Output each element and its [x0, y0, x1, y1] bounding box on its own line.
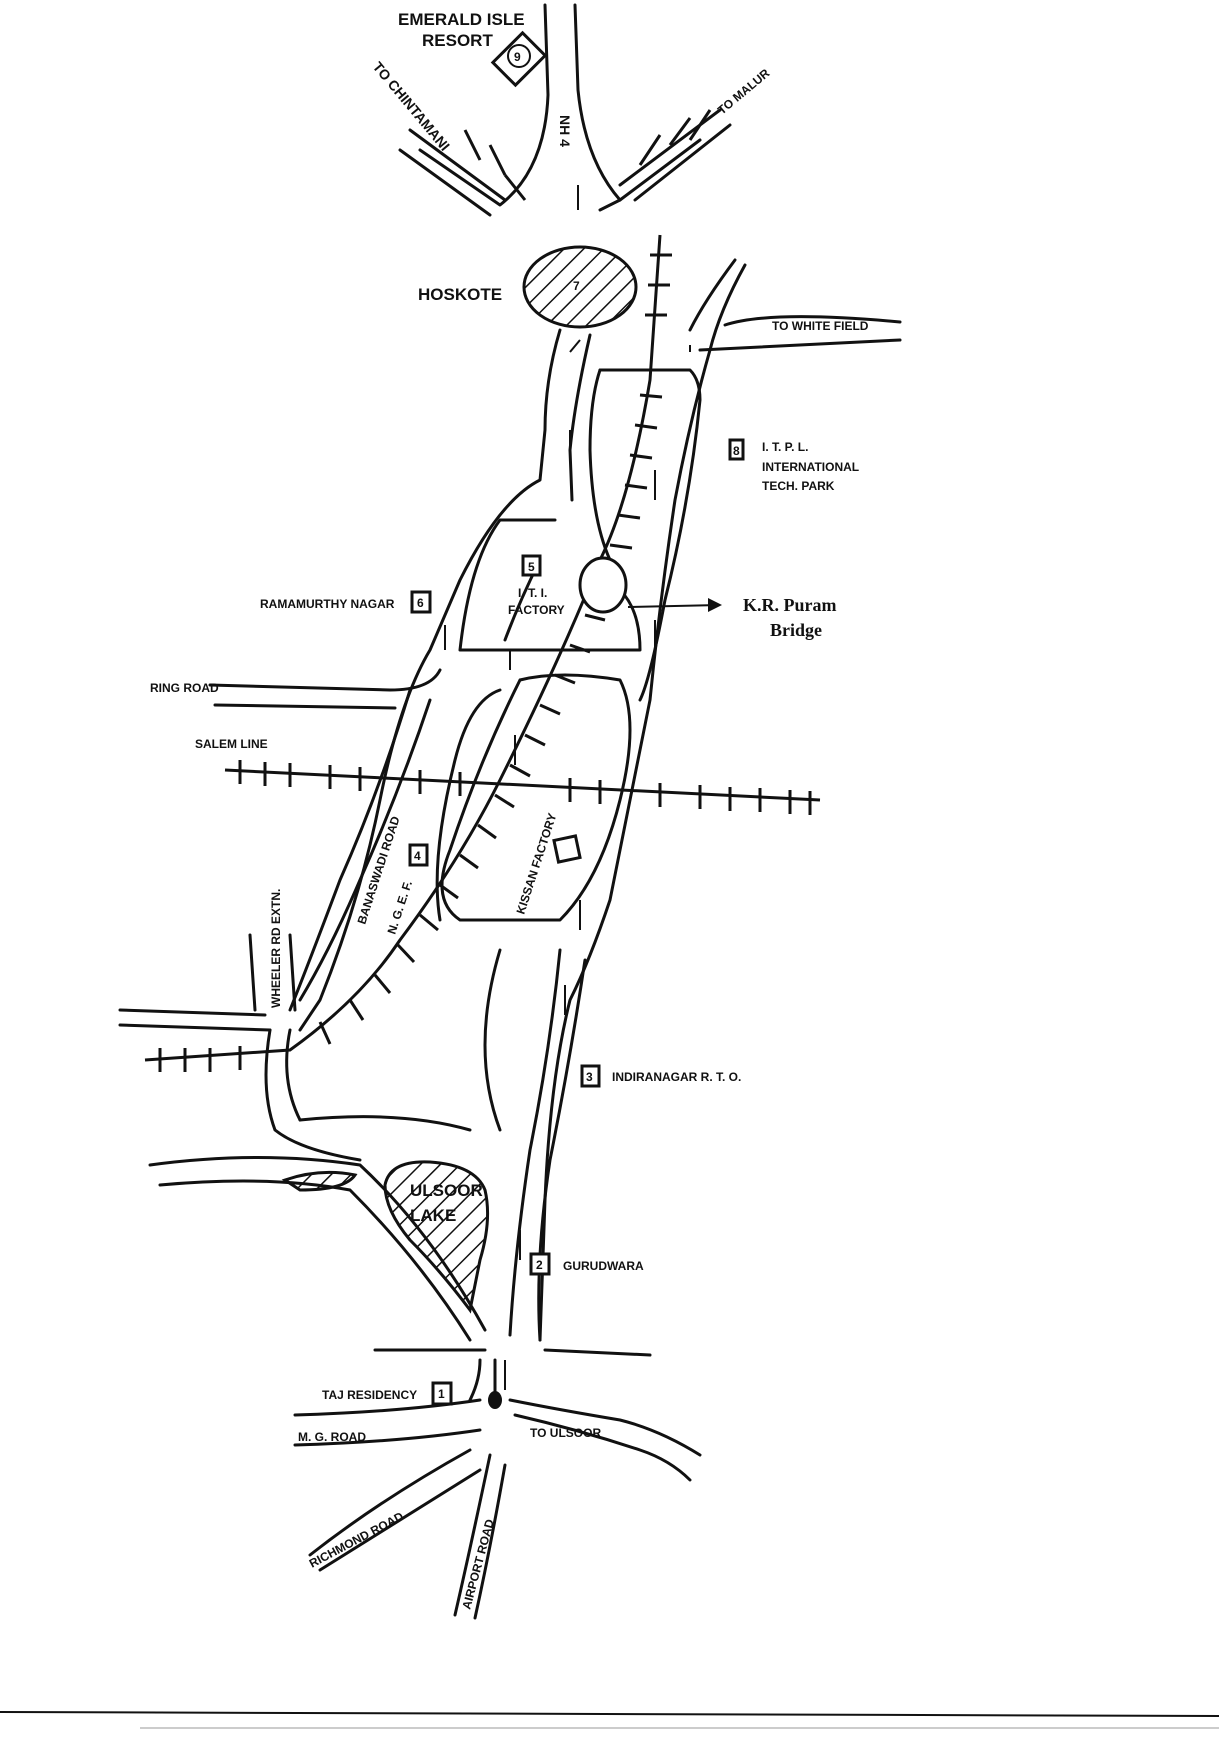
label-iti-line2: FACTORY: [508, 603, 565, 617]
kr-puram-pointer-line: [627, 604, 721, 608]
label-itpl-line1: I. T. P. L.: [762, 440, 808, 454]
label-kr-puram: K.R. Puram: [743, 595, 837, 615]
label-iti-line1: I. T. I.: [518, 586, 547, 600]
kr-puram-pointer-arrowhead: [708, 598, 722, 612]
label-to-chintamani: TO CHINTAMANI: [370, 59, 453, 154]
label-salem-line: SALEM LINE: [195, 737, 268, 751]
marker-5: 5: [528, 560, 535, 574]
label-hoskote: HOSKOTE: [418, 285, 502, 304]
numbered-markers: 9 7 8 5 6 4 3 2 1: [408, 30, 745, 1406]
marker-6: 6: [417, 596, 424, 610]
label-mg-road: M. G. ROAD: [298, 1430, 366, 1444]
label-lake: LAKE: [410, 1206, 456, 1225]
label-bridge: Bridge: [770, 620, 822, 640]
label-itpl-line3: TECH. PARK: [762, 479, 835, 493]
label-ramamurthy-nagar: RAMAMURTHY NAGAR: [260, 597, 395, 611]
page-bottom-rule: [0, 1711, 1219, 1717]
label-wheeler-rd-extn: WHEELER RD EXTN.: [269, 889, 283, 1008]
direction-arrows: [444, 185, 691, 1390]
label-ulsoor: ULSOOR: [410, 1181, 483, 1200]
kr-puram-bridge-marker: [578, 556, 628, 614]
roads: [118, 3, 902, 1620]
ulsoor-lake: [281, 1160, 490, 1314]
label-richmond-road: RICHMOND ROAD: [307, 1509, 406, 1571]
label-kissan-factory: KISSAN FACTORY: [514, 811, 560, 916]
marker-3: 3: [586, 1070, 593, 1084]
hoskote-area: [522, 245, 638, 329]
label-to-white-field: TO WHITE FIELD: [772, 319, 869, 333]
marker-1: 1: [438, 1387, 445, 1401]
label-to-malur: TO MALUR: [715, 66, 773, 118]
marker-8: 8: [733, 444, 740, 458]
marker-9: 9: [514, 50, 521, 64]
label-emerald-isle: EMERALD ISLE: [398, 10, 525, 29]
label-gurudwara: GURUDWARA: [563, 1259, 644, 1273]
label-resort: RESORT: [422, 31, 493, 50]
railway-lines: [144, 109, 821, 1072]
label-taj-residency: TAJ RESIDENCY: [322, 1388, 417, 1402]
marker-2: 2: [536, 1258, 543, 1272]
label-to-ulsoor: TO ULSOOR: [530, 1426, 601, 1440]
label-ring-road: RING ROAD: [150, 681, 219, 695]
marker-4: 4: [414, 849, 421, 863]
label-indiranagar-rto: INDIRANAGAR R. T. O.: [612, 1070, 741, 1084]
label-itpl-line2: INTERNATIONAL: [762, 460, 859, 474]
marker-7: 7: [573, 279, 580, 293]
label-nh4: NH 4: [557, 115, 573, 147]
